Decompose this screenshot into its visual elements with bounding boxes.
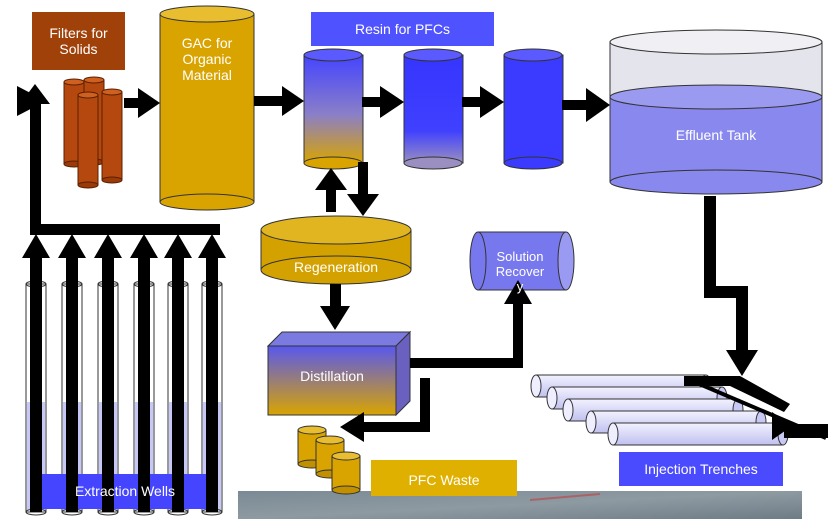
- solution-recovery-label: Solution Recover y: [495, 249, 545, 294]
- resin-label: Resin for PFCs: [355, 20, 450, 37]
- pfc-waste-label-box: [371, 460, 517, 496]
- filters-label: Filters for Solids: [49, 24, 108, 57]
- injection-trenches-label: Injection Trenches: [644, 460, 758, 477]
- resin-cylinder-3: [503, 48, 564, 170]
- distillation-box: [266, 330, 412, 417]
- resin-cylinder-2: [403, 48, 464, 170]
- pfc-waste-drums: [297, 425, 361, 495]
- regeneration-disc: [260, 215, 412, 285]
- extraction-wells-label: Extraction Wells: [74, 483, 176, 500]
- injection-trenches-label-box: [619, 452, 783, 486]
- resin-label-box: [311, 12, 494, 46]
- filter-cylinders: [63, 76, 123, 189]
- solution-recovery-cylinder: [469, 231, 575, 291]
- gac-cylinder: [159, 5, 255, 211]
- regeneration-label: Regeneration: [293, 258, 379, 275]
- filters-label-box: [32, 12, 125, 70]
- flow-arrows: [17, 84, 828, 512]
- map-photo-strip: [238, 491, 802, 519]
- effluent-tank-label: Effluent Tank: [675, 126, 757, 143]
- gac-label: GAC for Organic Material: [181, 34, 233, 84]
- pfc-waste-label: PFC Waste: [408, 471, 480, 488]
- distillation-label: Distillation: [300, 367, 364, 384]
- resin-cylinder-1: [303, 48, 364, 170]
- well-arrows: [22, 234, 226, 512]
- effluent-tank: [609, 29, 823, 195]
